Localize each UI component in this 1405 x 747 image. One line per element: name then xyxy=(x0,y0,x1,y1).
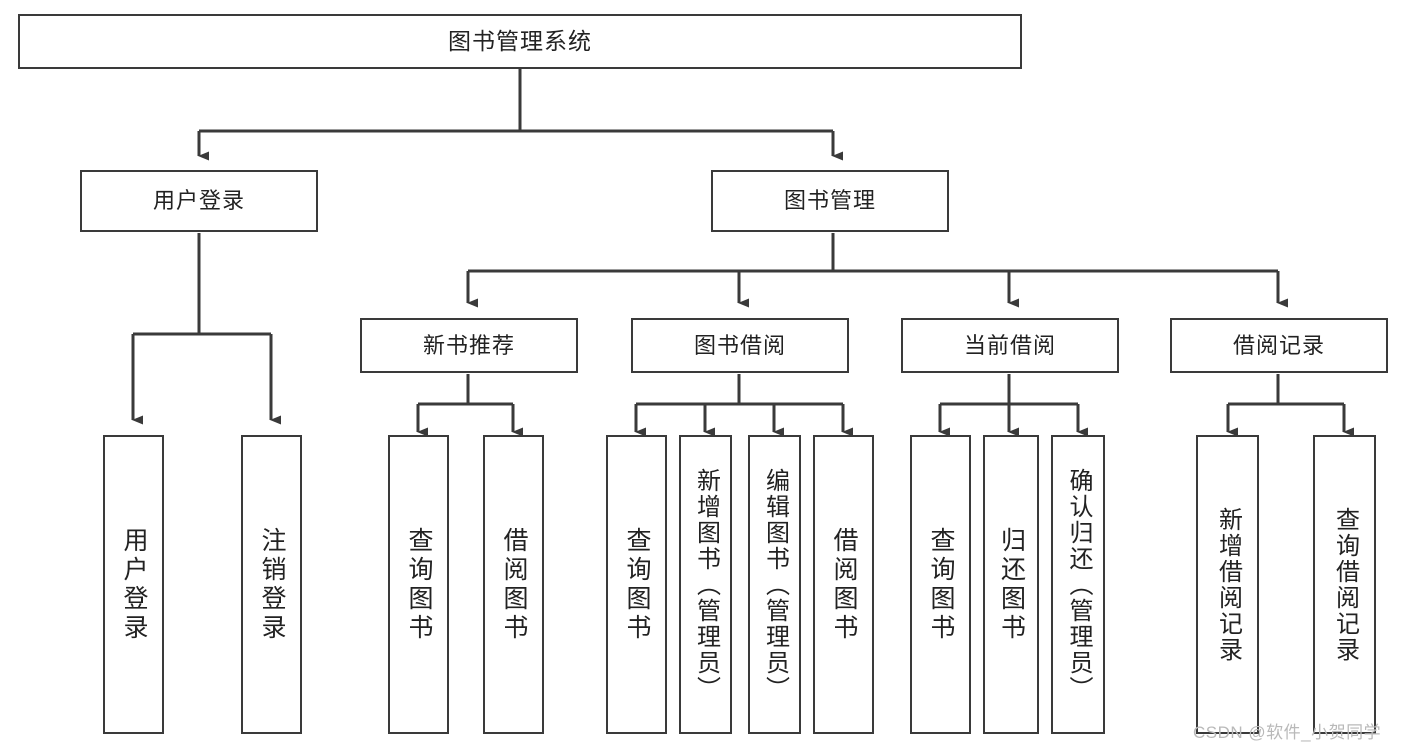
node-root-book-management-system[interactable]: 图书管理系统 xyxy=(18,14,1022,69)
node-leaf-edit-book[interactable]: 编辑图书（管理员） xyxy=(748,435,801,734)
node-label-leaf-query-book-3: 查询图书 xyxy=(927,526,955,643)
node-leaf-user-logout[interactable]: 注销登录 xyxy=(241,435,302,734)
node-book-manage[interactable]: 图书管理 xyxy=(711,170,949,232)
node-leaf-borrow-book-1[interactable]: 借阅图书 xyxy=(483,435,544,734)
node-label-borrow-record: 借阅记录 xyxy=(1232,332,1325,358)
node-leaf-borrow-book-2[interactable]: 借阅图书 xyxy=(813,435,874,734)
node-label-user-login: 用户登录 xyxy=(152,188,245,214)
node-label-leaf-add-book: 新增图书（管理员） xyxy=(692,467,720,702)
node-label-new-book-recommend: 新书推荐 xyxy=(422,332,515,358)
node-label-root: 图书管理系统 xyxy=(448,28,592,55)
node-label-leaf-query-book-2: 查询图书 xyxy=(623,526,651,643)
node-label-book-borrow: 图书借阅 xyxy=(693,332,786,358)
node-book-borrow[interactable]: 图书借阅 xyxy=(631,318,849,373)
node-label-leaf-return-book: 归还图书 xyxy=(997,526,1026,643)
node-current-borrow[interactable]: 当前借阅 xyxy=(901,318,1119,373)
node-new-book-recommend[interactable]: 新书推荐 xyxy=(360,318,578,373)
node-label-leaf-borrow-book-1: 借阅图书 xyxy=(500,526,528,643)
node-leaf-query-book-3[interactable]: 查询图书 xyxy=(910,435,971,734)
node-label-leaf-user-login: 用户登录 xyxy=(120,526,148,643)
node-user-login[interactable]: 用户登录 xyxy=(80,170,318,232)
node-label-leaf-confirm-return: 确认归还（管理员） xyxy=(1065,467,1092,702)
node-leaf-query-record[interactable]: 查询借阅记录 xyxy=(1313,435,1376,734)
node-label-leaf-query-record: 查询借阅记录 xyxy=(1331,506,1359,663)
node-leaf-query-book-1[interactable]: 查询图书 xyxy=(388,435,449,734)
node-label-current-borrow: 当前借阅 xyxy=(963,332,1056,358)
node-leaf-confirm-return[interactable]: 确认归还（管理员） xyxy=(1051,435,1105,734)
node-leaf-add-book[interactable]: 新增图书（管理员） xyxy=(679,435,732,734)
node-label-leaf-add-record: 新增借阅记录 xyxy=(1214,506,1242,663)
node-label-leaf-borrow-book-2: 借阅图书 xyxy=(830,526,858,643)
node-leaf-query-book-2[interactable]: 查询图书 xyxy=(606,435,667,734)
node-label-leaf-query-book-1: 查询图书 xyxy=(405,526,433,643)
node-leaf-user-login[interactable]: 用户登录 xyxy=(103,435,164,734)
node-label-leaf-edit-book: 编辑图书（管理员） xyxy=(761,467,789,702)
node-label-leaf-user-logout: 注销登录 xyxy=(258,526,286,643)
node-borrow-record[interactable]: 借阅记录 xyxy=(1170,318,1388,373)
node-leaf-add-record[interactable]: 新增借阅记录 xyxy=(1196,435,1259,734)
node-label-book-manage: 图书管理 xyxy=(783,188,876,214)
node-leaf-return-book[interactable]: 归还图书 xyxy=(983,435,1039,734)
